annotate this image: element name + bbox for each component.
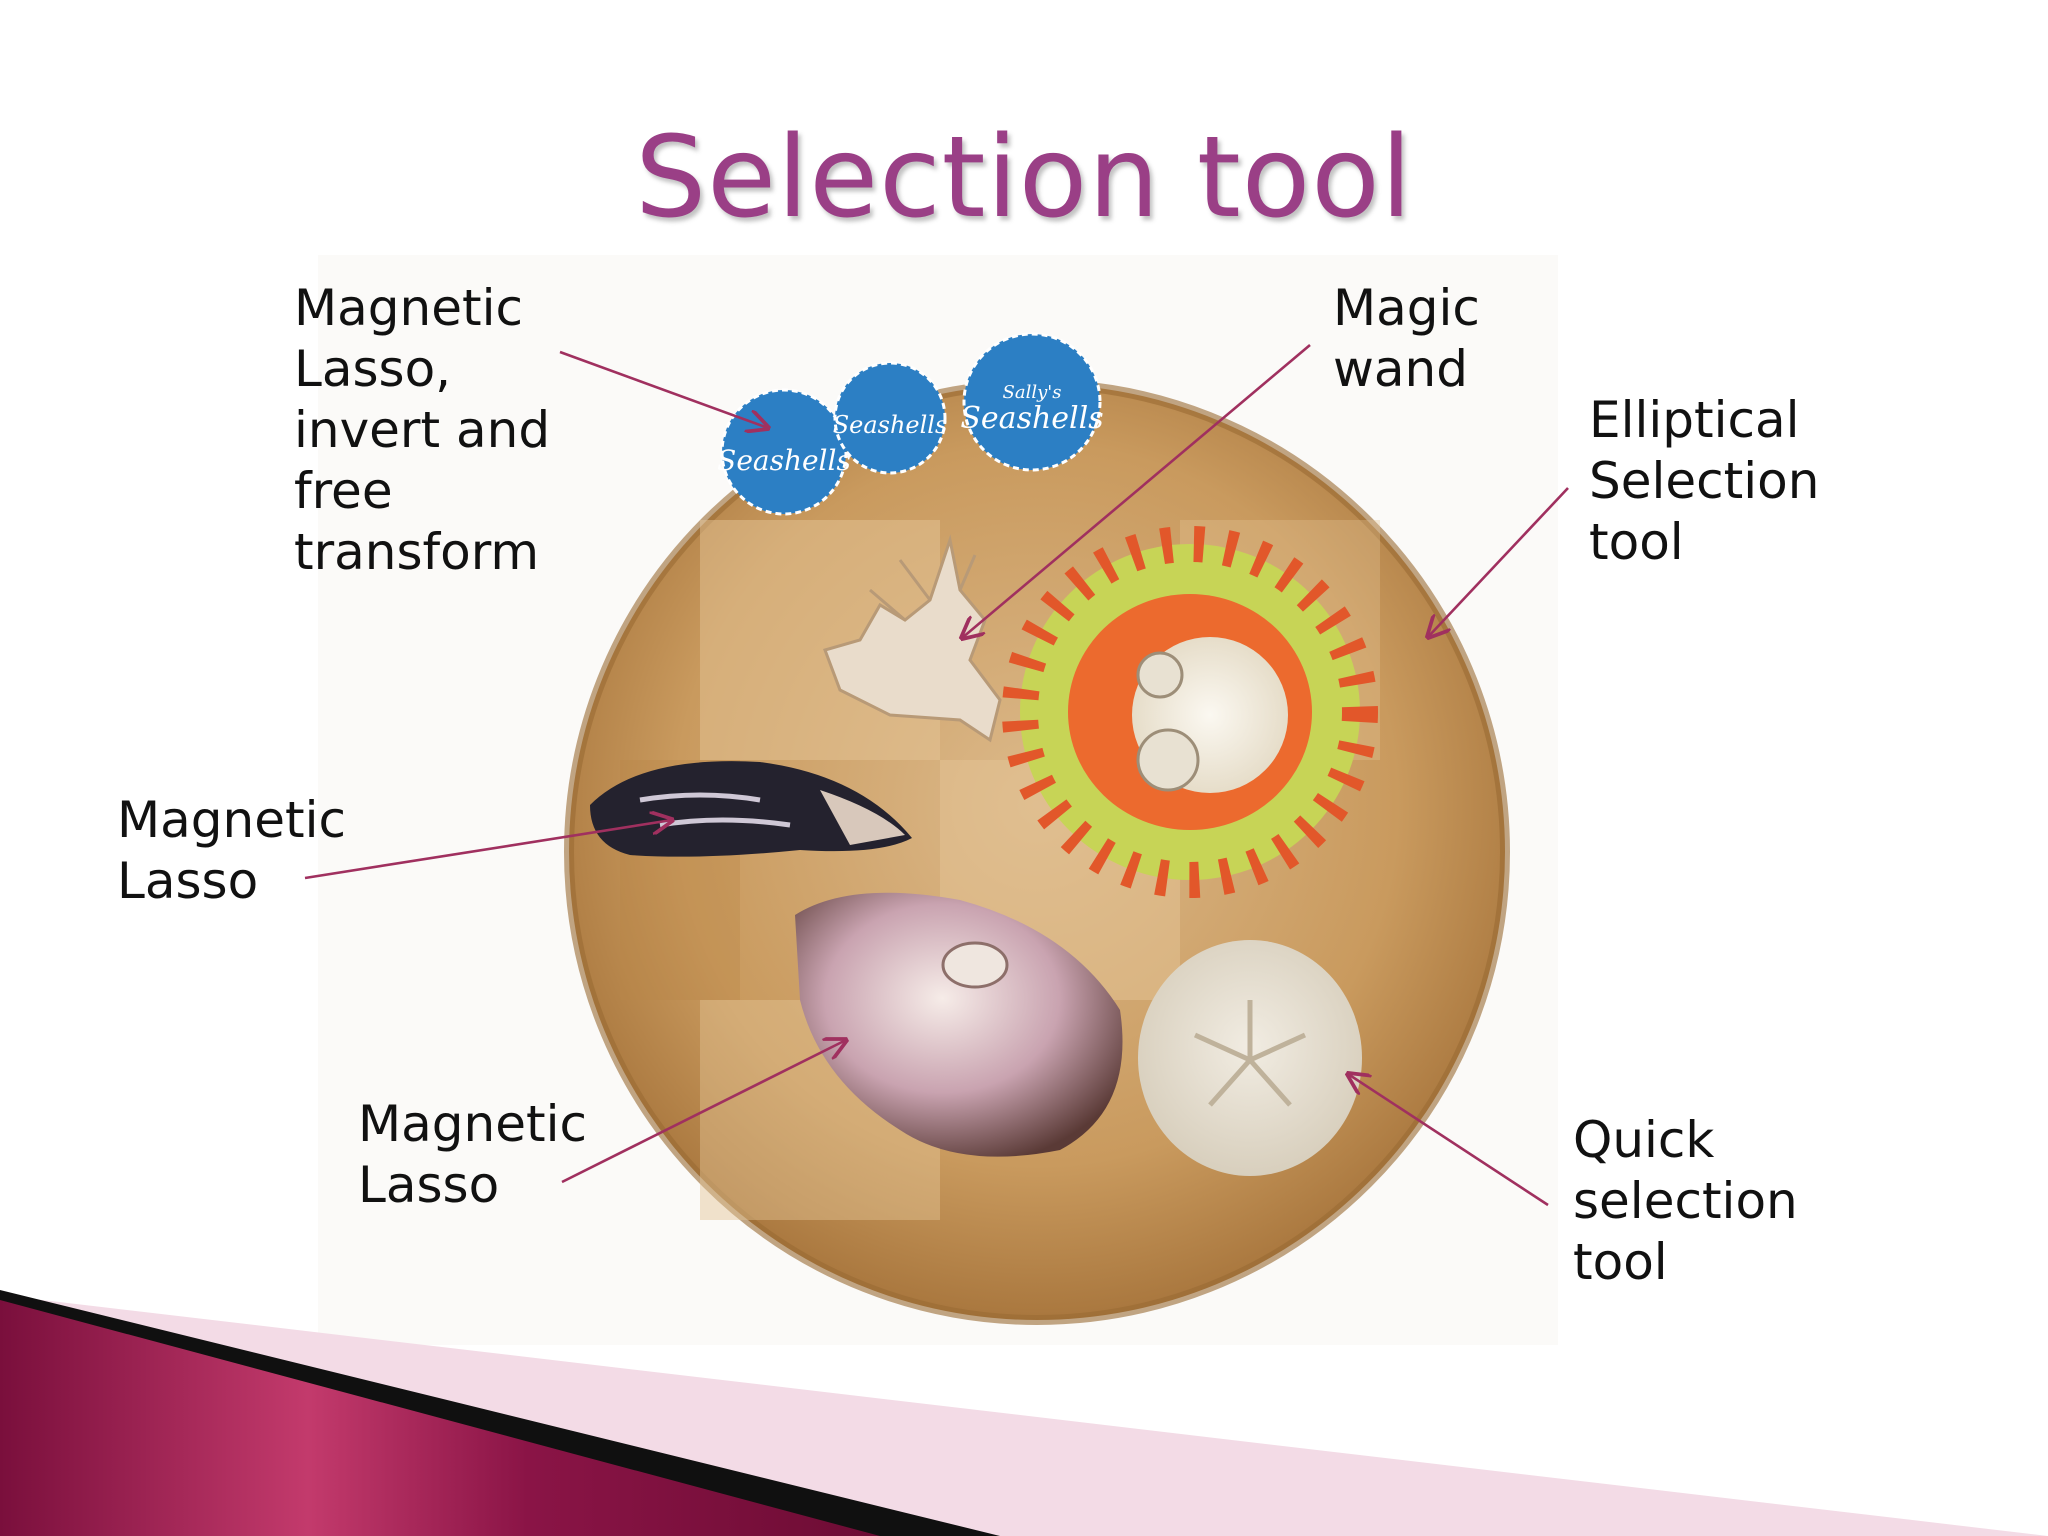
label-magnetic-lasso-invert: Magnetic Lasso, invert and free transfor… — [294, 278, 550, 583]
sticker-text: Seashells — [960, 401, 1103, 436]
label-magnetic-lasso-nautilus: Magnetic Lasso — [358, 1094, 587, 1216]
label-quick-selection: Quick selection tool — [1573, 1110, 1798, 1293]
label-magic-wand: Magic wand — [1333, 278, 1480, 400]
label-magnetic-lasso-mussel: Magnetic Lasso — [117, 790, 346, 912]
sticker-text: Seashells — [833, 411, 948, 439]
striped-plate — [1020, 544, 1360, 880]
label-elliptical-selection: Elliptical Selection tool — [1589, 390, 1819, 573]
sticker-text: Seashells — [717, 444, 851, 477]
sticker-text: Sally's — [1003, 382, 1062, 403]
sand-dollar — [1138, 940, 1362, 1176]
